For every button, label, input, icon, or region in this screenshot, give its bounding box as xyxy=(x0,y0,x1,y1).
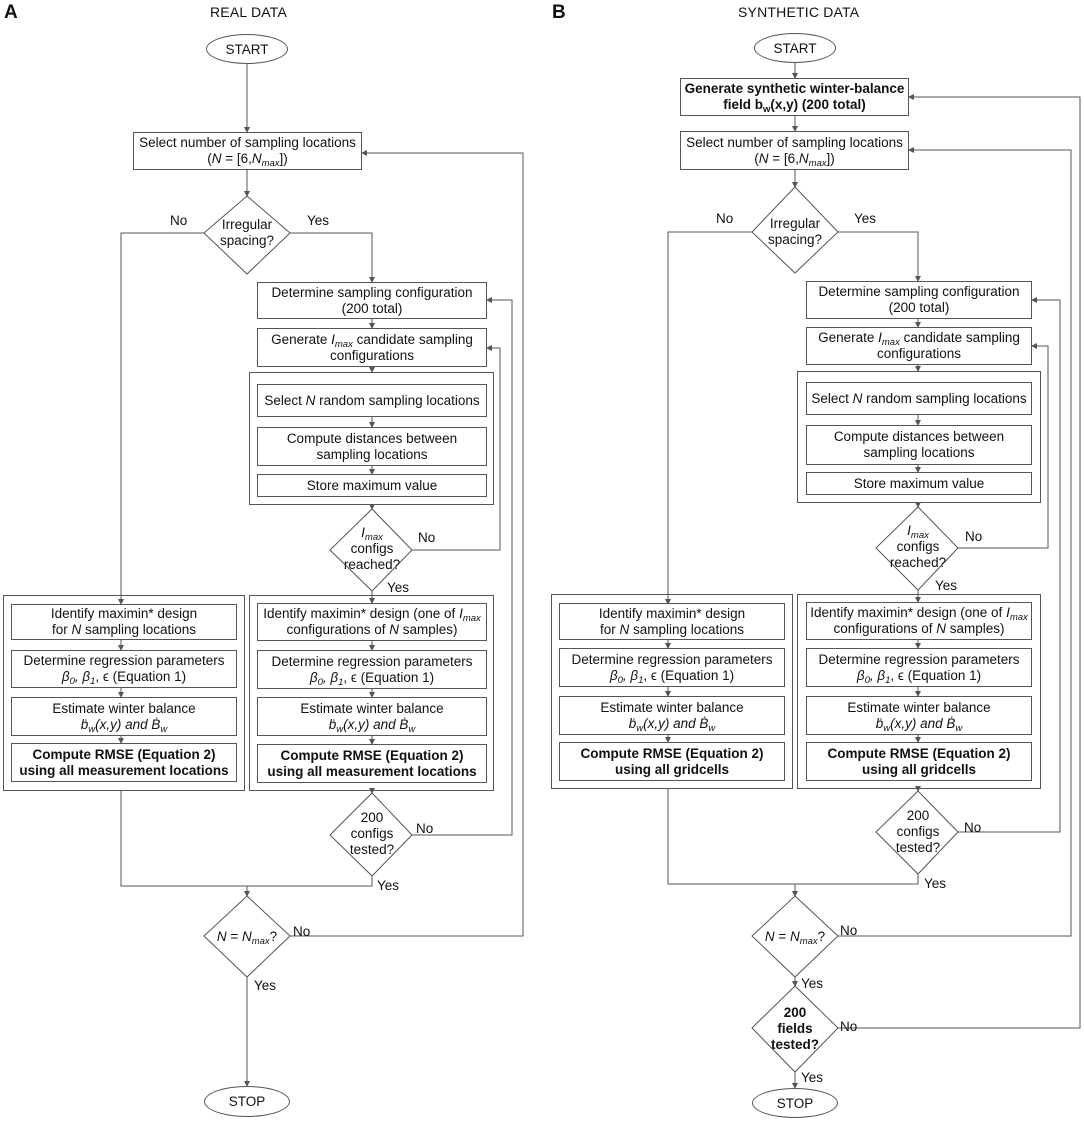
regression-parameters-right-a: Determine regression parameters β0, β1, … xyxy=(257,650,487,689)
irregular-branch-container-a xyxy=(249,595,494,791)
select-sampling-locations-b: Select number of sampling locations (N =… xyxy=(680,131,909,170)
estimate-winter-balance-right-b: Estimate winter balance ḃw(x,y) and Ḃw xyxy=(806,696,1032,735)
compute-rmse-left-a: Compute RMSE (Equation 2) using all meas… xyxy=(11,743,237,782)
regular-branch-container-a xyxy=(3,595,245,791)
start-terminal-b: START xyxy=(754,33,836,63)
select-random-locations-a: Select N random sampling locations xyxy=(257,384,487,417)
irregular-spacing-decision-b: Irregular spacing? xyxy=(767,216,823,247)
yes-label-nmax-a: Yes xyxy=(254,978,277,993)
identify-maximin-left-a: Identify maximin* design for N sampling … xyxy=(11,604,237,640)
generate-candidate-configurations-a: Generate Imax candidate sampling configu… xyxy=(257,328,487,367)
yes-label-fields-b: Yes xyxy=(801,1070,824,1085)
estimate-winter-balance-left-a: Estimate winter balance ḃw(x,y) and Ḃw xyxy=(11,697,237,736)
store-maximum-value-a: Store maximum value xyxy=(257,474,487,497)
no-label-fields-b: No xyxy=(840,1019,858,1034)
yes-label-irregular-a: Yes xyxy=(307,213,330,228)
determine-sampling-configuration-a: Determine sampling configuration (200 to… xyxy=(257,282,487,319)
yes-label-configs-b: Yes xyxy=(924,876,947,891)
yes-label-imax-a: Yes xyxy=(387,580,410,595)
candidate-loop-container-a xyxy=(249,372,494,505)
compute-rmse-right-b: Compute RMSE (Equation 2) using all grid… xyxy=(806,742,1032,781)
regression-parameters-left-b: Determine regression parameters β0, β1, … xyxy=(559,648,785,687)
candidate-loop-container-b xyxy=(797,371,1041,503)
regular-branch-container-b xyxy=(551,594,793,789)
estimate-winter-balance-left-b: Estimate winter balance ḃw(x,y) and Ḃw xyxy=(559,696,785,735)
yes-label-irregular-b: Yes xyxy=(854,211,877,226)
yes-label-imax-b: Yes xyxy=(935,578,958,593)
panel-letter-a: A xyxy=(4,2,18,23)
panel-a-connectors xyxy=(118,64,524,1087)
compute-distances-a: Compute distances between sampling locat… xyxy=(257,427,487,466)
no-label-irregular-b: No xyxy=(716,211,734,226)
panel-title-a: REAL DATA xyxy=(210,4,288,20)
generate-synthetic-field-b: Generate synthetic winter-balance field … xyxy=(680,78,909,116)
no-label-nmax-b: No xyxy=(840,923,858,938)
select-random-locations-b: Select N random sampling locations xyxy=(806,382,1032,415)
stop-terminal-b: STOP xyxy=(752,1088,838,1118)
store-maximum-value-b: Store maximum value xyxy=(806,472,1032,495)
no-label-irregular-a: No xyxy=(170,213,188,228)
identify-maximin-right-b: Identify maximin* design (one of Imax co… xyxy=(806,602,1032,640)
irregular-branch-container-b xyxy=(797,594,1041,789)
imax-reached-decision-a: Imax configs reached? xyxy=(343,525,401,572)
select-sampling-locations-a: Select number of sampling locations (N =… xyxy=(133,132,362,170)
compute-rmse-left-b: Compute RMSE (Equation 2) using all grid… xyxy=(559,742,785,781)
no-label-nmax-a: No xyxy=(293,924,311,939)
n-equals-nmax-decision-a: N = Nmax? xyxy=(216,929,278,947)
no-label-configs-b: No xyxy=(964,820,982,835)
estimate-winter-balance-right-a: Estimate winter balance ḃw(x,y) and Ḃw xyxy=(257,697,487,736)
panel-title-b: SYNTHETIC DATA xyxy=(738,4,860,20)
no-label-imax-b: No xyxy=(965,529,983,544)
irregular-spacing-decision-a: Irregular spacing? xyxy=(219,217,275,248)
yes-label-configs-a: Yes xyxy=(377,878,400,893)
panel-b-connectors xyxy=(665,63,1081,1089)
identify-maximin-right-a: Identify maximin* design (one of Imax co… xyxy=(257,603,487,641)
no-label-imax-a: No xyxy=(418,530,436,545)
compute-rmse-right-a: Compute RMSE (Equation 2) using all meas… xyxy=(257,744,487,783)
fields-tested-decision-b: 200 fields tested? xyxy=(770,1005,819,1052)
determine-sampling-configuration-b: Determine sampling configuration (200 to… xyxy=(806,281,1032,319)
regression-parameters-left-a: Determine regression parameters β0, β1, … xyxy=(11,650,237,688)
identify-maximin-left-b: Identify maximin* design for N sampling … xyxy=(559,603,785,640)
configs-tested-decision-a: 200 configs tested? xyxy=(349,810,395,857)
generate-candidate-configurations-b: Generate Imax candidate sampling configu… xyxy=(806,327,1032,365)
configs-tested-decision-b: 200 configs tested? xyxy=(895,808,941,855)
regression-parameters-right-b: Determine regression parameters β0, β1, … xyxy=(806,648,1032,687)
imax-reached-decision-b: Imax configs reached? xyxy=(889,523,947,570)
panel-letter-b: B xyxy=(552,2,566,23)
start-terminal-a: START xyxy=(206,34,288,64)
compute-distances-b: Compute distances between sampling locat… xyxy=(806,425,1032,465)
no-label-configs-a: No xyxy=(416,821,434,836)
stop-terminal-a: STOP xyxy=(204,1086,290,1117)
yes-label-nmax-b: Yes xyxy=(801,976,824,991)
n-equals-nmax-decision-b: N = Nmax? xyxy=(764,929,826,947)
